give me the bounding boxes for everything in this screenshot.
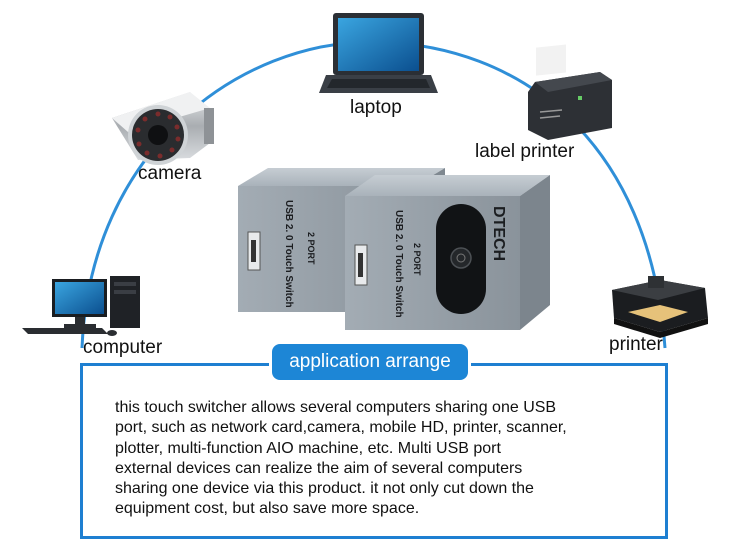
device-label-camera: camera: [138, 163, 202, 184]
svg-text:USB 2. 0 Touch Switch: USB 2. 0 Touch Switch: [393, 210, 404, 318]
brand-logo: DTECH: [490, 206, 507, 261]
laptop-image: [319, 13, 438, 93]
description-line: equipment cost, but also save more space…: [115, 500, 420, 518]
device-label-computer: computer: [83, 337, 163, 358]
description-line: external devices can realize the aim of …: [115, 459, 523, 477]
device-label-laptop: laptop: [350, 97, 402, 118]
camera-image: [112, 92, 214, 165]
description-line: plotter, multi-function AIO machine, etc…: [115, 439, 501, 457]
description-text: this touch switcher allows several compu…: [115, 398, 635, 520]
section-title-badge: application arrange: [272, 344, 468, 380]
device-label-label-printer: label printer: [475, 141, 575, 162]
svg-text:2 PORT: 2 PORT: [306, 232, 316, 265]
device-label-printer: printer: [609, 334, 663, 355]
description-line: this touch switcher allows several compu…: [115, 399, 557, 416]
computer-image: [22, 276, 140, 336]
usb-switch-device-front: USB 2. 0 Touch Switch 2 PORT DTECH: [345, 175, 550, 330]
svg-text:USB 2. 0 Touch Switch: USB 2. 0 Touch Switch: [283, 200, 294, 308]
description-line: sharing one device via this product. it …: [115, 480, 534, 498]
svg-text:2 PORT: 2 PORT: [412, 243, 422, 276]
description-line: port, such as network card,camera, mobil…: [115, 419, 567, 437]
label-printer-image: [528, 44, 612, 140]
printer-image: [612, 276, 708, 338]
